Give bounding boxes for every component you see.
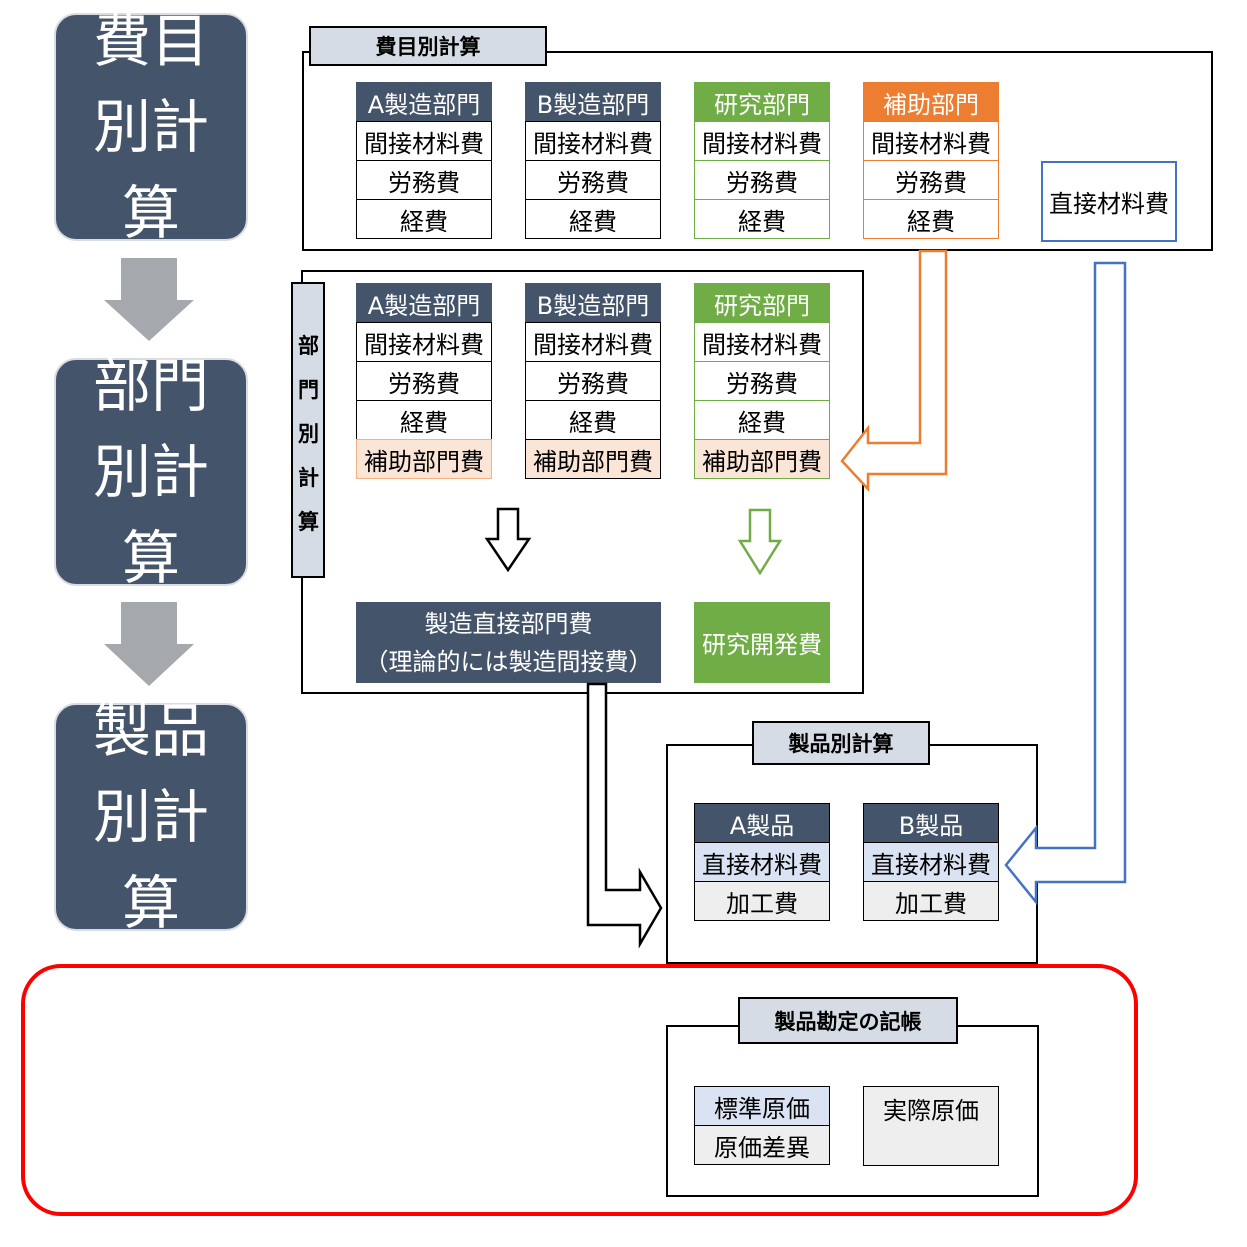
stage-by-cost-item: 費目別計算: [54, 7, 248, 247]
processing-cost-flow-arrow-icon: [586, 682, 663, 949]
cost-column-a-manufacturing: A製造部門 間接材料費 労務費 経費: [356, 82, 492, 239]
result-line-2: （理論的には製造間接費）: [364, 647, 653, 676]
cost-cell-indirect-material: 間接材料費: [863, 121, 999, 161]
cost-cell-indirect-material: 間接材料費: [694, 121, 830, 161]
cost-cell-labor: 労務費: [356, 160, 492, 200]
cost-cell-labor: 労務費: [525, 361, 661, 401]
dept-column-a-manufacturing: A製造部門 間接材料費 労務費 経費 補助部門費: [356, 283, 492, 479]
product-cell-processing: 加工費: [694, 881, 830, 921]
cost-cell-expense: 経費: [694, 199, 830, 239]
dept-header: B製造部門: [525, 82, 661, 122]
product-cell-direct-material: 直接材料費: [694, 842, 830, 882]
cost-cell-auxiliary-dept: 補助部門費: [356, 439, 492, 479]
rd-cost-label: 研究開発費: [702, 631, 822, 659]
cost-cell-auxiliary-dept: 補助部門費: [694, 439, 830, 479]
cost-cell-labor: 労務費: [694, 160, 830, 200]
cost-cell-expense: 経費: [863, 199, 999, 239]
section-title-by-department: 部門別計算: [291, 282, 325, 578]
dept-column-b-manufacturing: B製造部門 間接材料費 労務費 経費 補助部門費: [525, 283, 661, 479]
ledger-actual-cost-label: 実際原価: [883, 1097, 979, 1125]
section-title-by-cost-item: 費目別計算: [309, 26, 547, 66]
cost-cell-labor: 労務費: [694, 361, 830, 401]
dept-header: A製造部門: [356, 82, 492, 122]
ledger-actual-cost-box: 実際原価: [863, 1086, 999, 1166]
dept-header: 研究部門: [694, 283, 830, 323]
highlight-outline: [21, 964, 1138, 1216]
cost-cell-expense: 経費: [356, 400, 492, 440]
cost-cell-indirect-material: 間接材料費: [525, 322, 661, 362]
vertical-title-text: 部門別計算: [298, 334, 319, 534]
cost-cell-indirect-material: 間接材料費: [356, 322, 492, 362]
dept-column-research: 研究部門 間接材料費 労務費 経費 補助部門費: [694, 283, 830, 479]
product-cell-processing: 加工費: [863, 881, 999, 921]
stage-label: 部門別計算: [92, 352, 209, 592]
auxiliary-allocation-arrow-icon: [840, 249, 948, 493]
stage-flow-arrow-icon: [104, 258, 194, 341]
result-line-1: 製造直接部門費: [424, 609, 593, 638]
manufacturing-direct-dept-cost-box: 製造直接部門費 （理論的には製造間接費）: [356, 602, 661, 683]
dept-header: 研究部門: [694, 82, 830, 122]
product-column-a: A製品 直接材料費 加工費: [694, 803, 830, 921]
cost-cell-expense: 経費: [356, 199, 492, 239]
cost-cell-auxiliary-dept: 補助部門費: [525, 439, 661, 479]
stage-label: 費目別計算: [92, 7, 209, 247]
direct-material-box: 直接材料費: [1041, 161, 1177, 242]
product-cell-direct-material: 直接材料費: [863, 842, 999, 882]
cost-column-b-manufacturing: B製造部門 間接材料費 労務費 経費: [525, 82, 661, 239]
direct-material-flow-arrow-icon: [1004, 261, 1127, 906]
cost-cell-expense: 経費: [694, 400, 830, 440]
cost-cell-expense: 経費: [525, 400, 661, 440]
cost-column-research: 研究部門 間接材料費 労務費 経費: [694, 82, 830, 239]
stage-by-product: 製品別計算: [54, 697, 248, 937]
cost-cell-labor: 労務費: [525, 160, 661, 200]
rd-cost-box: 研究開発費: [694, 602, 830, 683]
stage-flow-arrow-icon: [104, 602, 194, 686]
cost-cell-labor: 労務費: [356, 361, 492, 401]
direct-material-label: 直接材料費: [1049, 190, 1169, 218]
stage-label: 製品別計算: [92, 697, 209, 937]
cost-cell-indirect-material: 間接材料費: [694, 322, 830, 362]
cost-item-frame: [302, 51, 1213, 251]
section-title-product-account: 製品勘定の記帳: [738, 997, 958, 1044]
down-arrow-icon: [484, 507, 532, 573]
down-arrow-icon: [737, 508, 783, 576]
dept-header: 補助部門: [863, 82, 999, 122]
section-title-by-product: 製品別計算: [752, 721, 930, 765]
cost-cell-indirect-material: 間接材料費: [525, 121, 661, 161]
cost-column-auxiliary: 補助部門 間接材料費 労務費 経費: [863, 82, 999, 239]
cost-cell-indirect-material: 間接材料費: [356, 121, 492, 161]
ledger-standard-column: 標準原価 原価差異: [694, 1086, 830, 1165]
cost-cell-expense: 経費: [525, 199, 661, 239]
product-column-b: B製品 直接材料費 加工費: [863, 803, 999, 921]
ledger-cell-standard-cost: 標準原価: [694, 1086, 830, 1126]
ledger-cell-cost-variance: 原価差異: [694, 1125, 830, 1165]
stage-by-department: 部門別計算: [54, 352, 248, 592]
